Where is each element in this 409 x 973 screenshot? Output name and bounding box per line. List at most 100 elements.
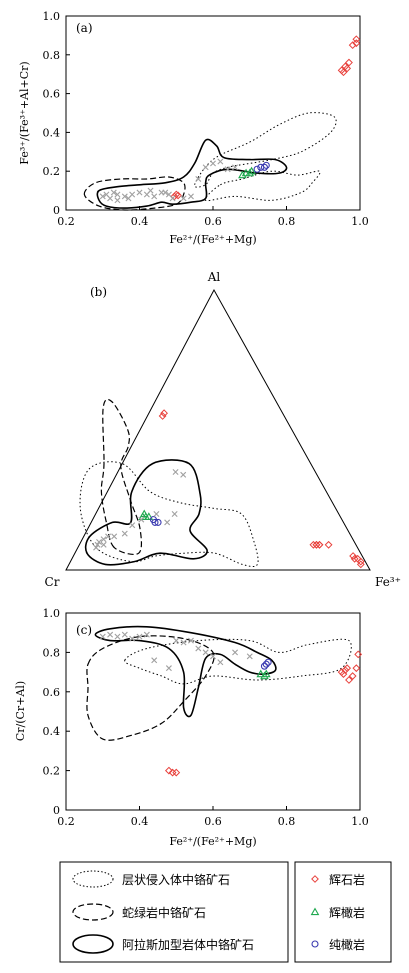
point-diamond xyxy=(312,540,321,549)
point-x xyxy=(136,189,143,196)
point-x xyxy=(202,649,209,656)
point-diamond xyxy=(356,560,365,569)
point-x xyxy=(110,189,117,196)
point-x xyxy=(99,633,106,640)
legend-pyroxenite-marker xyxy=(311,875,319,883)
y-tick-label: 1.0 xyxy=(43,10,61,23)
point-x xyxy=(114,191,121,198)
x-tick-label: 0.8 xyxy=(278,215,296,228)
point-triangle xyxy=(260,671,269,680)
point-circle xyxy=(262,161,270,169)
x-tick-label: 0.6 xyxy=(204,215,222,228)
point-x xyxy=(147,187,154,194)
point-x xyxy=(187,193,194,200)
point-x xyxy=(114,197,121,204)
point-x xyxy=(232,649,239,656)
point-x xyxy=(129,522,136,529)
point-x xyxy=(162,189,169,196)
panel-a-label: (a) xyxy=(76,21,93,35)
point-triangle xyxy=(238,170,247,179)
point-x xyxy=(217,659,224,666)
point-x xyxy=(96,539,103,545)
y-tick-label: 0.8 xyxy=(43,49,61,62)
legend-circle xyxy=(311,940,319,948)
point-diamond xyxy=(348,672,357,680)
point-x xyxy=(121,631,128,638)
legend: 层状侵入体中铬矿石 蛇绿岩中铬矿石 阿拉斯加型岩体中铬矿石 辉石岩 辉橄岩 纯橄… xyxy=(59,861,392,963)
point-x xyxy=(111,533,118,540)
panel-c-fields xyxy=(86,625,352,741)
point-x xyxy=(93,544,100,551)
point-x xyxy=(153,511,160,517)
point-x xyxy=(100,541,107,548)
point-x xyxy=(171,511,178,517)
point-diamond xyxy=(164,766,173,775)
point-diamond xyxy=(339,670,348,678)
field-alaskan xyxy=(84,459,208,566)
point-x xyxy=(232,164,239,171)
field-ophiolite xyxy=(100,398,143,556)
vertex-cr: Cr xyxy=(45,575,60,589)
legend-triangle xyxy=(310,907,320,916)
point-triangle xyxy=(245,168,255,177)
y-tick-label: 1.0 xyxy=(43,607,61,620)
panel-b: (b) Al Cr Fe³⁺ xyxy=(45,270,401,589)
y-tick-label: 0.4 xyxy=(43,725,61,738)
point-diamond xyxy=(343,664,352,673)
point-x xyxy=(121,530,128,537)
point-x xyxy=(107,631,114,638)
point-x xyxy=(195,175,202,182)
legend-ophiolite-label: 蛇绿岩中铬矿石 xyxy=(122,905,206,920)
legend-wehrlite-marker xyxy=(310,907,320,916)
field-layered2 xyxy=(204,170,321,202)
point-x xyxy=(224,166,231,173)
legend-ophiolite-swatch xyxy=(72,903,114,921)
legend-symbols-box xyxy=(294,861,392,963)
y-tick-label: 0.6 xyxy=(43,686,61,699)
point-triangle xyxy=(256,669,266,678)
point-x xyxy=(107,195,114,202)
point-x xyxy=(151,657,158,664)
point-x xyxy=(165,665,172,672)
point-diamond xyxy=(352,35,361,44)
point-circle xyxy=(264,658,272,666)
point-x xyxy=(180,639,187,646)
point-x xyxy=(169,195,176,202)
panel-b-marks xyxy=(93,409,365,569)
point-x xyxy=(173,637,180,644)
panel-a-fields xyxy=(83,112,337,211)
point-x xyxy=(125,195,132,202)
point-x xyxy=(100,536,107,543)
point-circle xyxy=(253,165,261,173)
legend-dunite-marker xyxy=(311,940,319,948)
y-tick-label: 0 xyxy=(53,804,60,817)
panel-c-xlabel: Fe²⁺/(Fe²⁺+Mg) xyxy=(169,835,256,848)
point-x xyxy=(164,519,171,526)
legend-pyroxenite-label: 辉石岩 xyxy=(329,872,365,887)
legend-layered-label: 层状侵入体中铬矿石 xyxy=(122,872,230,887)
y-tick-label: 0.8 xyxy=(43,646,61,659)
point-diamond xyxy=(315,540,324,549)
y-tick-label: 0.2 xyxy=(43,165,61,178)
point-diamond xyxy=(348,41,357,50)
point-diamond xyxy=(352,39,361,48)
point-x xyxy=(217,158,224,165)
panel-c-marks xyxy=(99,631,363,777)
point-triangle xyxy=(247,166,256,175)
x-tick-label: 0.2 xyxy=(57,215,75,228)
point-diamond xyxy=(160,409,168,418)
point-diamond xyxy=(309,540,318,549)
x-tick-label: 0.8 xyxy=(278,815,296,828)
field-alaskan xyxy=(94,625,277,718)
panel-a-frame xyxy=(65,15,361,211)
panel-a-marks xyxy=(99,35,361,204)
y-tick-label: 0.4 xyxy=(43,126,61,139)
point-x xyxy=(138,516,145,523)
point-x xyxy=(180,195,187,202)
point-diamond xyxy=(172,190,181,199)
point-circle xyxy=(260,163,269,171)
panel-b-fields xyxy=(79,398,259,568)
